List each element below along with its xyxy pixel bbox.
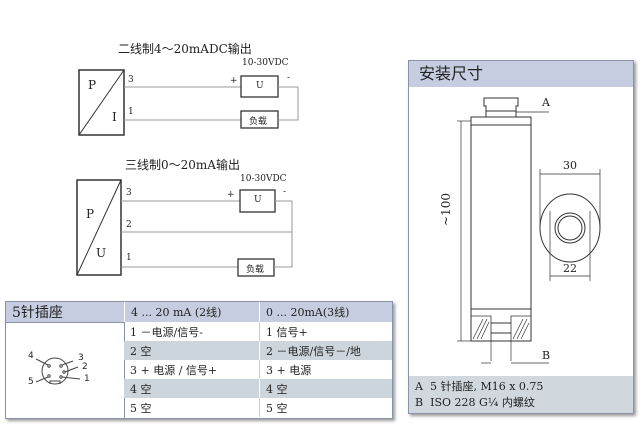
pin-3: 3 <box>126 188 132 198</box>
pin-label: 5 <box>28 377 34 387</box>
note-a: A 5 针插座, M16 x 0.75 <box>415 379 633 395</box>
connector-pin-icon <box>35 357 81 385</box>
header-2wire: 4 ... 20 mA (2线) <box>124 302 259 322</box>
minus-sign: - <box>283 187 287 197</box>
pin-2: 2 <box>126 220 132 230</box>
pin-table: 5针插座 4 ... 20 mA (2线) 0 ... 20mA(3线) 4 3… <box>5 301 393 419</box>
table-cell: 2 空 <box>124 341 259 360</box>
table-cell: 5 空 <box>259 398 392 417</box>
notes: A 5 针插座, M16 x 0.75 B ISO 228 G¼ 内螺纹 <box>409 376 633 413</box>
two-wire-voltage: 10-30VDC <box>242 58 289 68</box>
u-box-label: U <box>256 81 264 91</box>
pin-label: 3 <box>78 353 84 363</box>
table-cell: 3 + 电源 / 信号+ <box>130 363 218 377</box>
two-wire-title: 二线制4～20mADC输出 <box>118 42 252 56</box>
table-cell: 2 －电源/信号－/地 <box>259 341 392 360</box>
plus-sign: + <box>230 76 238 86</box>
note-b: B ISO 228 G¼ 内螺纹 <box>415 395 633 411</box>
pin-label: 1 <box>84 374 90 384</box>
label-b: B <box>542 349 551 362</box>
wiring-drawing <box>76 69 299 277</box>
plus-sign: + <box>227 190 235 200</box>
sensor-dimension-drawing <box>457 97 601 364</box>
note-key: A <box>415 380 423 393</box>
pin-3: 3 <box>128 75 134 85</box>
pin-label: 4 <box>28 351 34 361</box>
note-text: 5 针插座, M16 x 0.75 <box>429 380 544 393</box>
minus-sign: - <box>287 73 291 83</box>
u-label: U <box>96 246 107 260</box>
dimensions-panel: 安装尺寸 A B ~100 30 22 A 5 针插座, M16 x 0.75 … <box>408 60 634 414</box>
header-3wire: 0 ... 20mA(3线) <box>259 302 392 322</box>
panel-title: 安装尺寸 <box>409 61 633 87</box>
i-label: I <box>112 110 117 124</box>
load-box-label: 负载 <box>246 265 265 275</box>
pin-label: 2 <box>82 362 88 372</box>
three-wire-title: 三线制0～20mA输出 <box>125 158 240 172</box>
p-label: P <box>88 78 97 92</box>
load-box-label: 负载 <box>249 117 268 127</box>
table-cell: 5 空 <box>130 401 152 415</box>
table-cell: 1 信号+ <box>259 322 392 341</box>
connector-diagram: 4 3 2 5 1 <box>6 322 125 419</box>
label-a: A <box>542 96 550 109</box>
table-cell: 4 空 <box>259 379 392 398</box>
pin-1: 1 <box>126 253 132 263</box>
length-dimension: ~100 <box>439 193 453 226</box>
p-label: P <box>86 207 95 221</box>
three-wire-voltage: 10-30VDC <box>240 174 287 184</box>
inner-width: 22 <box>563 262 577 275</box>
u-box-label: U <box>254 195 262 205</box>
table-cell: 3 + 电源 <box>259 360 392 379</box>
note-text: ISO 228 G¼ 内螺纹 <box>430 396 535 409</box>
table-cell: 4 空 <box>124 379 259 398</box>
pin-1: 1 <box>128 107 134 117</box>
table-title: 5针插座 <box>6 302 124 322</box>
outer-diameter: 30 <box>563 159 577 172</box>
note-key: B <box>415 396 424 409</box>
table-cell: 1 －电源/信号- <box>130 325 203 339</box>
